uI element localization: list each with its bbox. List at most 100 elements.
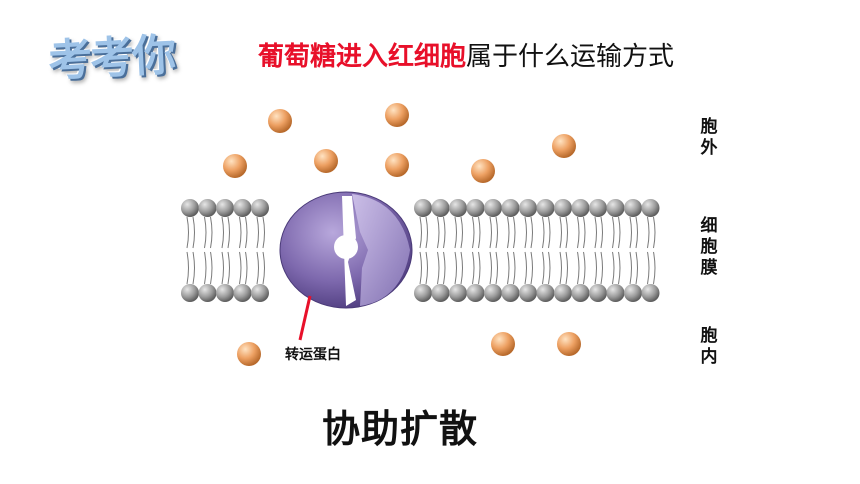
glucose-molecule [385, 153, 409, 177]
lipid-tail [513, 216, 516, 249]
lipid-tail [542, 216, 545, 249]
lipid-head [216, 284, 234, 302]
lipid-tail [559, 216, 562, 249]
lipid-tail [565, 251, 568, 285]
lipid-tail [548, 216, 551, 249]
lipid-tail [495, 251, 498, 285]
lipid-tail [221, 251, 224, 285]
lipid-tail [419, 216, 422, 249]
protein-label: 转运蛋白 [285, 347, 341, 363]
lipid-tail [600, 216, 603, 249]
lipid-head [449, 284, 467, 302]
lipid-tail [437, 251, 440, 285]
lipid-tail [425, 251, 428, 285]
lipid-tail [245, 216, 248, 249]
lipid-tail [559, 251, 562, 285]
glucose-molecules [223, 103, 581, 366]
lipid-head [181, 199, 199, 217]
lipid-tail [443, 216, 446, 249]
lipid-tail [577, 216, 580, 249]
lipid-tail [489, 216, 492, 249]
lipid-head [624, 284, 642, 302]
lipid-head [501, 284, 520, 302]
lipid-tail [524, 251, 527, 285]
question-rest: 属于什么运输方式 [466, 42, 675, 72]
lipid-head [484, 284, 502, 302]
lipid-tail [210, 251, 213, 285]
lipid-tail [256, 251, 259, 285]
lipid-head [519, 284, 537, 302]
lipid-tail [542, 251, 545, 285]
label-inside: 胞内 [700, 326, 718, 367]
lipid-tail [653, 216, 656, 249]
lipid-tail [647, 216, 650, 249]
protein-pointer-line [298, 295, 312, 341]
transport-protein [279, 191, 413, 309]
lipid-head [431, 199, 450, 217]
lipid-tail [239, 251, 242, 285]
lipid-heads-outer [181, 199, 660, 217]
lipid-tail [262, 216, 265, 249]
lipid-head [198, 284, 217, 302]
lipid-head [181, 284, 199, 302]
lipid-head [251, 199, 269, 217]
lipid-tail [577, 251, 580, 285]
lipid-head [251, 284, 269, 302]
lipid-tail [210, 216, 213, 249]
lipid-head [466, 284, 485, 302]
lipid-head [606, 284, 625, 302]
lipid-tail [629, 251, 632, 285]
glucose-molecule [557, 332, 581, 356]
lipid-tail [583, 251, 586, 285]
lipid-tail [629, 216, 632, 249]
lipid-tail [635, 251, 638, 285]
lipid-tail [460, 216, 463, 249]
lipid-tail [239, 216, 242, 249]
lipid-tail [530, 251, 533, 285]
lipid-head [554, 284, 572, 302]
lipid-tail [594, 216, 597, 249]
lipid-tail [227, 251, 230, 285]
glucose-molecule [385, 103, 409, 127]
lipid-tail [653, 251, 656, 285]
lipid-head [501, 199, 520, 217]
glucose-molecule [552, 134, 576, 158]
lipid-tail [618, 216, 621, 249]
lipid-head [589, 284, 607, 302]
lipid-tail [425, 216, 428, 249]
label-membrane: 细胞膜 [700, 216, 718, 278]
lipid-tail [548, 251, 551, 285]
lipid-tail [472, 216, 475, 249]
lipid-head [233, 199, 252, 217]
label-outside: 胞外 [700, 117, 718, 158]
lipid-head [624, 199, 642, 217]
lipid-head [466, 199, 485, 217]
lipid-tail [192, 251, 195, 285]
lipid-head [216, 199, 234, 217]
lipid-tail [437, 216, 440, 249]
lipid-tail [204, 216, 207, 249]
lipid-tail [524, 216, 527, 249]
lipid-tail [612, 251, 615, 285]
lipid-tail [478, 216, 481, 249]
lipid-tail [594, 251, 597, 285]
lipid-tail [472, 251, 475, 285]
lipid-head [536, 284, 555, 302]
lipid-head [449, 199, 467, 217]
lipid-heads-inner [181, 284, 660, 302]
lipid-tail [489, 251, 492, 285]
lipid-head [536, 199, 555, 217]
lipid-tail [454, 216, 457, 249]
lipid-tail [186, 216, 189, 249]
lipid-tail [513, 251, 516, 285]
glucose-molecule [268, 109, 292, 133]
lipid-tail [618, 251, 621, 285]
lipid-tail [186, 251, 189, 285]
glucose-molecule [314, 149, 338, 173]
lipid-tail [530, 216, 533, 249]
question-highlight: 葡萄糖进入红细胞 [258, 42, 467, 72]
lipid-tail [245, 251, 248, 285]
lipid-head [414, 284, 432, 302]
lipid-tail [443, 251, 446, 285]
lipid-tail [635, 216, 638, 249]
